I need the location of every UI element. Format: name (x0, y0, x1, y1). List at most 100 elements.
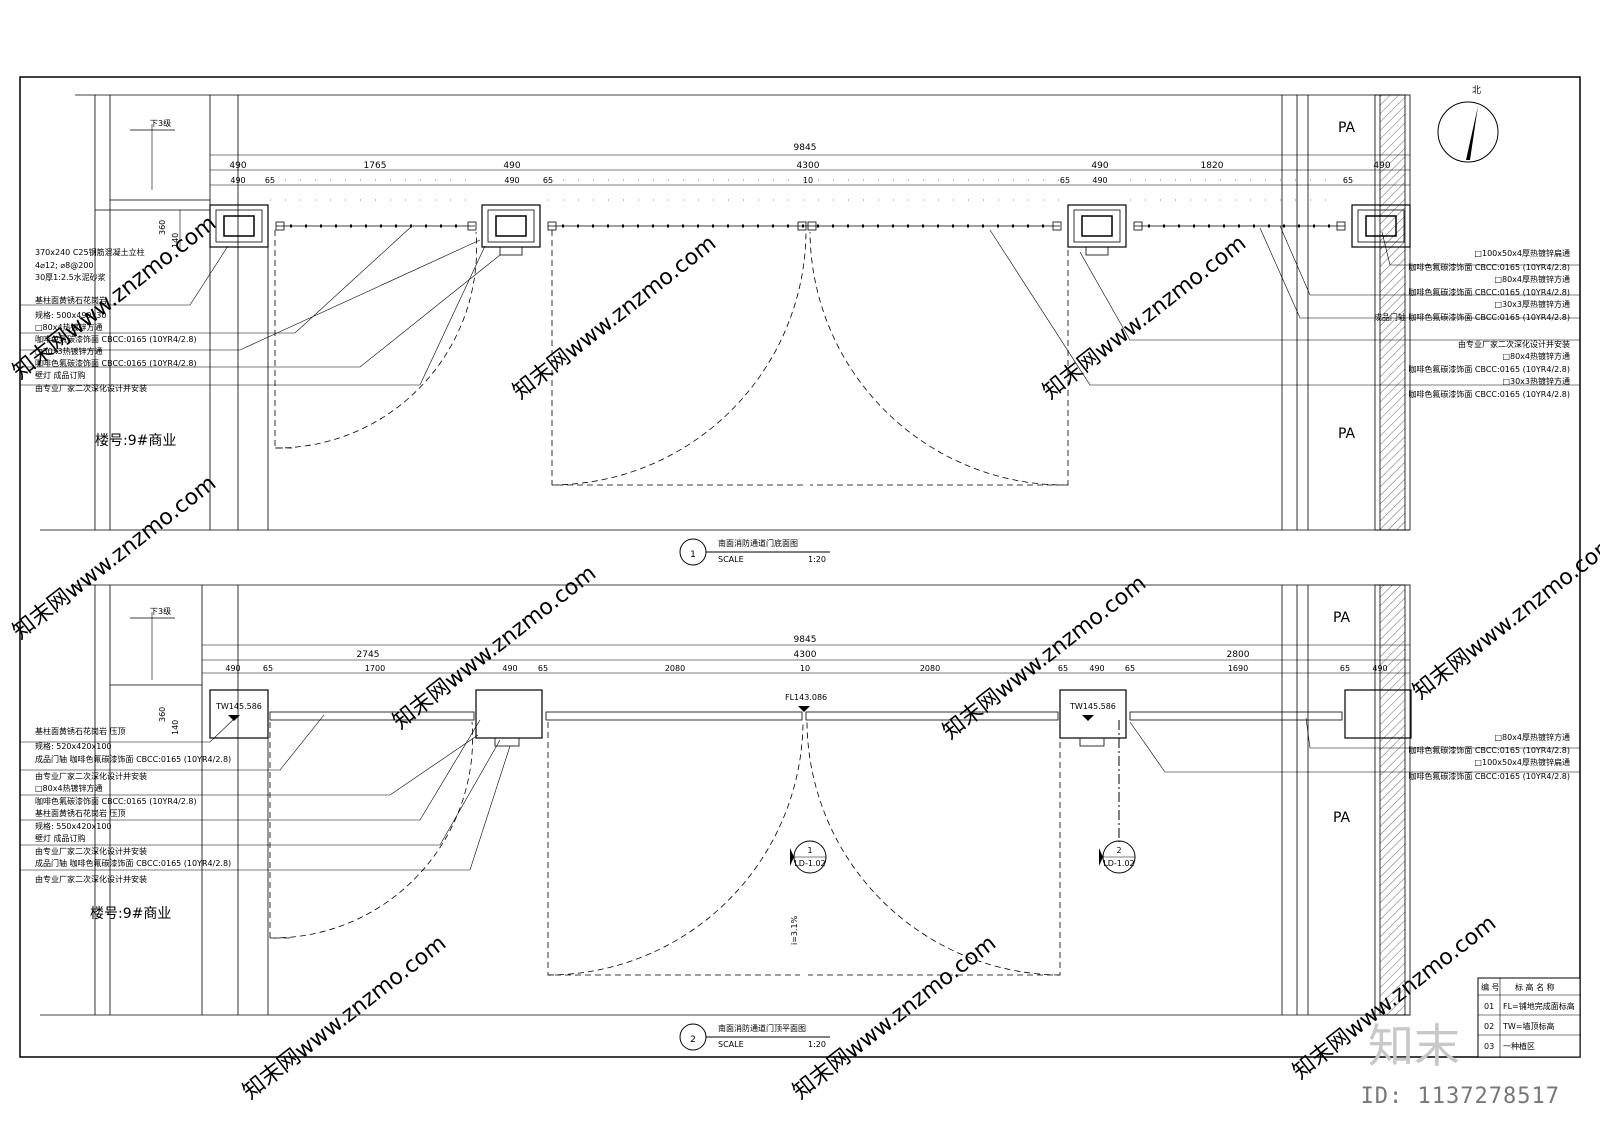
dimension-label: 2800 (1227, 650, 1250, 660)
right-notes: □100x50x4厚热镀锌扁通 咖啡色氟碳漆饰面 CBCC:0165 (10YR… (1374, 248, 1570, 399)
total-dimension: 9845 (794, 143, 817, 153)
svg-text:知末网www.znzmo.com: 知末网www.znzmo.com (8, 471, 221, 645)
elevation-marker-icon (1082, 715, 1094, 721)
elevation-marker-icon (798, 706, 810, 712)
building-label: 楼号:9#商业 (90, 906, 171, 922)
legend-header: 编 号 (1481, 982, 1500, 992)
dimension-label: 65 (538, 664, 548, 673)
total-dimension: 9845 (794, 635, 817, 645)
dimension-label: 1765 (364, 161, 387, 171)
north-arrow-icon: 北 (1437, 85, 1499, 163)
note: 成品门轴 咖啡色氟碳漆饰面 CBCC:0165 (10YR4/2.8) (35, 858, 231, 868)
pa-label: PA (1333, 810, 1351, 826)
dimension-label: 490 (503, 161, 520, 171)
note: 成品门轴 咖啡色氟碳漆饰面 CBCC:0165 (10YR4/2.8) (35, 754, 231, 764)
leader-lines (20, 225, 1580, 386)
pa-label: PA (1338, 120, 1356, 136)
vertical-dimension: 360 (158, 220, 167, 235)
site-logo: 知末 (1368, 1019, 1460, 1073)
dimension-label: 490 (1373, 161, 1390, 171)
section-number: 2 (1116, 846, 1121, 855)
note: 咖啡色氟碳漆饰面 CBCC:0165 (10YR4/2.8) (35, 796, 197, 806)
dimension-label: 490 (1089, 664, 1104, 673)
column (1351, 204, 1411, 248)
elevation-tw: TW145.586 (1069, 702, 1116, 711)
picket-dimension-ticks (270, 179, 1330, 201)
slope-label: i=3.1% (790, 915, 799, 945)
note: 由专业厂家二次深化设计并安装 (35, 771, 147, 781)
dimension-label: 2080 (665, 664, 685, 673)
dimension-label: 65 (1060, 176, 1070, 185)
note: 由专业厂家二次深化设计并安装 (1458, 339, 1570, 349)
pa-label: PA (1333, 610, 1351, 626)
dimension-label: 490 (229, 161, 246, 171)
vertical-dimension: 140 (171, 233, 180, 248)
stair-label: 下3级 (150, 606, 171, 616)
dimension-label: 490 (502, 664, 517, 673)
elevation-tw: TW145.586 (215, 702, 262, 711)
legend-header: 标 高 名 称 (1515, 982, 1555, 992)
note: 由专业厂家二次深化设计并安装 (35, 846, 147, 856)
column (481, 204, 541, 256)
dimension-label: 490 (230, 176, 245, 185)
note: □30x3热镀锌方通 (35, 346, 103, 356)
note: 壁灯 成品订购 (35, 370, 86, 380)
dimension-label: 490 (1372, 664, 1387, 673)
dimension-label: 65 (263, 664, 273, 673)
column (209, 204, 269, 248)
legend-num: 01 (1484, 1002, 1494, 1011)
note: 成品门轴 咖啡色氟碳漆饰面 CBCC:0165 (10YR4/2.8) (1374, 312, 1570, 322)
north-arrow-label: 北 (1472, 85, 1481, 96)
dimension-label: 10 (800, 664, 810, 673)
dimension-label: 490 (1091, 161, 1108, 171)
right-notes: □80x4厚热镀锌方通 咖啡色氟碳漆饰面 CBCC:0165 (10YR4/2.… (1408, 732, 1570, 781)
note: □80x4热镀锌方通 (35, 322, 103, 332)
sheet-border (19, 76, 1581, 1058)
leader-lines (20, 714, 1580, 871)
note: 壁灯 成品订购 (35, 833, 86, 843)
column-base (494, 737, 520, 747)
note: □80x4热镀锌方通 (35, 783, 103, 793)
note: □30x3热镀锌方通 (1502, 376, 1570, 386)
scale-label: SCALE (718, 555, 744, 564)
dimension-label: 65 (1340, 664, 1350, 673)
drawing-title-1: 1 南面消防通道门底面图 SCALE 1:20 (679, 538, 830, 566)
note: 咖啡色氟碳漆饰面 CBCC:0165 (10YR4/2.8) (1408, 287, 1570, 297)
scale-value: 1:20 (808, 555, 826, 564)
vertical-dimension: 360 (158, 707, 167, 722)
dimension-label: 2080 (920, 664, 940, 673)
drawing-number: 2 (690, 1035, 696, 1045)
svg-text:知末网www.znzmo.com: 知末网www.znzmo.com (1408, 531, 1600, 705)
section-ref: LD-1.02 (794, 859, 825, 868)
section-marker-2: 2 LD-1.02 (1099, 720, 1136, 874)
left-notes: 基柱面黄锈石花岗岩 压顶 规格: 520x420x100 成品门轴 咖啡色氟碳漆… (35, 726, 231, 884)
elevation-marker-icon (228, 715, 240, 721)
dimension-label: 65 (1058, 664, 1068, 673)
note: 基柱面黄锈石花岗岩 压顶 (35, 808, 126, 818)
dimension-label: 490 (225, 664, 240, 673)
dimension-label: 1690 (1228, 664, 1248, 673)
svg-text:知末网www.znzmo.com: 知末网www.znzmo.com (788, 931, 1001, 1105)
note: 咖啡色氟碳漆饰面 CBCC:0165 (10YR4/2.8) (1408, 745, 1570, 755)
left-notes: 370x240 C25钢筋混凝土立柱 4⌀12; ⌀8@200 30厚1:2.5… (35, 247, 197, 393)
drawing-title: 南面消防通道门顶平面图 (718, 1023, 806, 1033)
legend-name: TW=墙顶标高 (1502, 1021, 1555, 1031)
section-marker-1: 1 LD-1.02 (790, 840, 827, 874)
legend-num: 03 (1484, 1042, 1494, 1051)
note: 咖啡色氟碳漆饰面 CBCC:0165 (10YR4/2.8) (1408, 771, 1570, 781)
note: □100x50x4厚热镀锌扁通 (1474, 757, 1570, 767)
svg-text:知末网www.znzmo.com: 知末网www.znzmo.com (938, 571, 1151, 745)
stair-label: 下3级 (150, 118, 171, 128)
note: 由专业厂家二次深化设计并安装 (35, 874, 147, 884)
top-rail (269, 711, 1343, 721)
note: 咖啡色氟碳漆饰面 CBCC:0165 (10YR4/2.8) (1408, 364, 1570, 374)
column-cap (209, 689, 269, 739)
dimension-label: 2745 (357, 650, 380, 660)
mid-dimension: 4300 (797, 161, 820, 171)
drawing-title: 南面消防通道门底面图 (718, 538, 798, 548)
vertical-dimension: 140 (171, 720, 180, 735)
note: 咖啡色氟碳漆饰面 CBCC:0165 (10YR4/2.8) (35, 358, 197, 368)
note: 规格: 500x490x30 (35, 310, 106, 320)
note: □80x4厚热镀锌方通 (1494, 274, 1570, 284)
